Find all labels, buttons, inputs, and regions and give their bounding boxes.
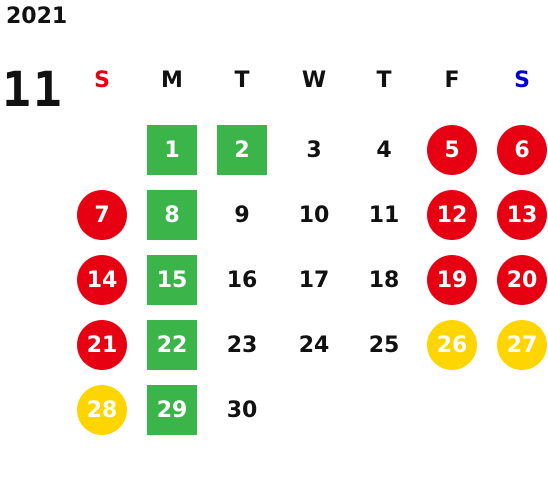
day-cell[interactable]: 30 [226, 397, 258, 423]
day-cell[interactable]: 18 [368, 267, 400, 293]
day-cell[interactable]: 2 [217, 125, 267, 175]
weekday-header: S [514, 67, 530, 93]
day-cell[interactable]: 13 [497, 190, 547, 240]
day-cell[interactable]: 26 [427, 320, 477, 370]
month-number: 11 [2, 62, 64, 118]
day-cell[interactable]: 7 [77, 190, 127, 240]
day-cell[interactable]: 6 [497, 125, 547, 175]
day-cell[interactable]: 28 [77, 385, 127, 435]
day-cell[interactable]: 24 [298, 332, 330, 358]
day-cell[interactable]: 19 [427, 255, 477, 305]
day-cell[interactable]: 29 [147, 385, 197, 435]
day-cell[interactable]: 12 [427, 190, 477, 240]
weekday-header: M [161, 67, 183, 93]
day-cell[interactable]: 10 [298, 202, 330, 228]
day-cell[interactable]: 11 [368, 202, 400, 228]
weekday-header: T [234, 67, 250, 93]
day-cell[interactable]: 1 [147, 125, 197, 175]
day-cell[interactable]: 25 [368, 332, 400, 358]
day-cell[interactable]: 14 [77, 255, 127, 305]
day-cell[interactable]: 23 [226, 332, 258, 358]
day-cell[interactable]: 27 [497, 320, 547, 370]
day-cell[interactable]: 15 [147, 255, 197, 305]
weekday-header: F [444, 67, 460, 93]
day-cell[interactable]: 8 [147, 190, 197, 240]
day-cell[interactable]: 5 [427, 125, 477, 175]
day-cell[interactable]: 20 [497, 255, 547, 305]
weekday-header: S [94, 67, 110, 93]
weekday-header: W [301, 67, 327, 93]
day-cell[interactable]: 16 [226, 267, 258, 293]
year-label: 2021 [6, 4, 68, 29]
day-cell[interactable]: 3 [306, 137, 322, 163]
weekday-header: T [376, 67, 392, 93]
day-cell[interactable]: 22 [147, 320, 197, 370]
day-cell[interactable]: 9 [234, 202, 250, 228]
day-cell[interactable]: 21 [77, 320, 127, 370]
day-cell[interactable]: 17 [298, 267, 330, 293]
day-cell[interactable]: 4 [376, 137, 392, 163]
